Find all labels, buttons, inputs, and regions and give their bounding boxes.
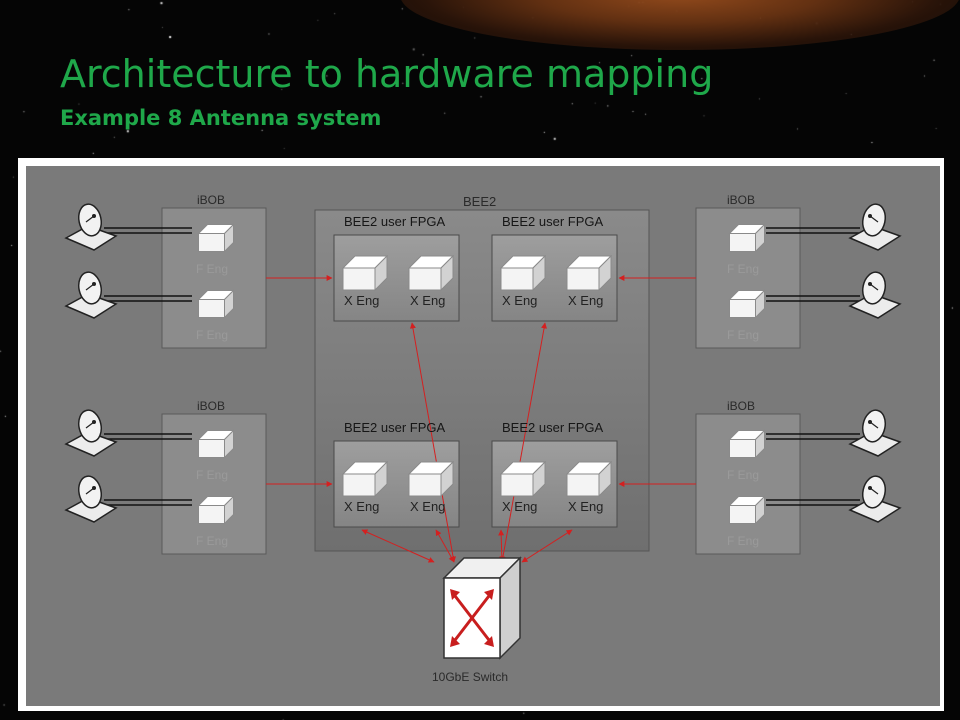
fpga-label: BEE2 user FPGA (502, 420, 604, 435)
slide-subtitle: Example 8 Antenna system (60, 106, 382, 130)
switch-label: 10GbE Switch (432, 670, 509, 684)
antenna-icon (848, 203, 902, 251)
fpga-label: BEE2 user FPGA (502, 214, 604, 229)
x-engine-label: X Eng (344, 499, 380, 514)
f-engine-label: F Eng (196, 328, 229, 342)
ibob-label: iBOB (197, 399, 226, 413)
x-engine-label: X Eng (502, 499, 538, 514)
antenna-icon (64, 475, 118, 523)
switch-link (500, 322, 547, 563)
antenna-icon (848, 271, 902, 319)
x-engine-label: X Eng (410, 499, 446, 514)
antenna-icon (848, 475, 902, 523)
switch-link (498, 529, 505, 563)
antenna-icon (848, 409, 902, 457)
switch-link (521, 529, 573, 563)
switch-device (442, 556, 522, 660)
x-engine-label: X Eng (410, 293, 446, 308)
f-engine-icon (728, 223, 766, 253)
f-engine-icon (197, 495, 235, 525)
switch-link (435, 529, 455, 563)
x-engine-icon (341, 460, 389, 498)
fpga-label: BEE2 user FPGA (344, 420, 446, 435)
diagram-canvas (64, 203, 902, 660)
f-engine-icon (197, 289, 235, 319)
ibob-label: iBOB (727, 399, 756, 413)
f-engine-label: F Eng (196, 468, 229, 482)
switch-link (361, 529, 435, 563)
f-engine-label: F Eng (727, 262, 760, 276)
bee2-label: BEE2 (463, 194, 497, 209)
antenna-icon (64, 409, 118, 457)
fpga-label: BEE2 user FPGA (344, 214, 446, 229)
architecture-diagram: BEE2 iBOB iBOB iBOB iBOB BEE2 user FPGA BEE2 u… (26, 166, 940, 706)
f-engine-icon (197, 429, 235, 459)
x-engine-icon (565, 254, 613, 292)
hardware-boxes (161, 207, 801, 555)
f-engine-label: F Eng (196, 262, 229, 276)
f-engine-icon (728, 289, 766, 319)
x-engine-label: X Eng (502, 293, 538, 308)
x-engine-icon (407, 460, 455, 498)
switch-link (409, 322, 457, 563)
data-links (104, 227, 860, 563)
f-engine-label: F Eng (727, 534, 760, 548)
f-engine-icon (728, 495, 766, 525)
x-engine-label: X Eng (568, 499, 604, 514)
f-engine-icon (197, 223, 235, 253)
x-engine-label: X Eng (344, 293, 380, 308)
x-engine-label: X Eng (568, 293, 604, 308)
f-engine-label: F Eng (727, 328, 760, 342)
ibob-label: iBOB (197, 193, 226, 207)
switch-cross-arrows-icon (450, 589, 494, 647)
x-engine-icon (499, 460, 547, 498)
antenna-icons (64, 203, 902, 523)
f-engine-label: F Eng (196, 534, 229, 548)
antenna-icon (64, 203, 118, 251)
antenna-icon (64, 271, 118, 319)
x-engine-icon (565, 460, 613, 498)
f-engine-label: F Eng (727, 468, 760, 482)
ibob-label: iBOB (727, 193, 756, 207)
slide-title: Architecture to hardware mapping (60, 52, 714, 96)
x-engine-icon (341, 254, 389, 292)
engine-icons (197, 223, 766, 525)
f-engine-icon (728, 429, 766, 459)
x-engine-icon (499, 254, 547, 292)
x-engine-icon (407, 254, 455, 292)
